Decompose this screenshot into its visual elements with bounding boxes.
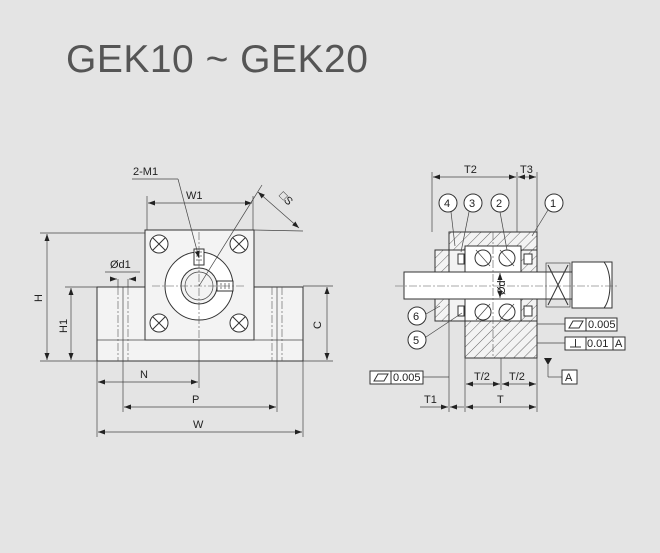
bolt-top-left — [149, 234, 169, 254]
t3-label: T3 — [520, 164, 533, 176]
svg-text:1: 1 — [550, 198, 556, 210]
front-view: 2-M1 W1 □S Ød1 H H1 C — [33, 166, 333, 437]
parallelism-tolerance-top: 0.005 — [564, 317, 618, 332]
svg-text:0.01: 0.01 — [587, 338, 608, 350]
svg-text:4: 4 — [444, 198, 450, 210]
lock-nut-section — [434, 249, 450, 273]
svg-text:A: A — [565, 372, 573, 384]
bolt-top-right — [229, 234, 249, 254]
perpendicularity-tolerance: 0.01 A — [564, 336, 626, 351]
svg-text:2: 2 — [496, 198, 502, 210]
svg-text:A: A — [615, 338, 623, 350]
section-view: Ød T2 T3 4 3 2 1 — [369, 164, 626, 412]
balloon-4: 4 — [438, 193, 458, 247]
balloon-6: 6 — [407, 305, 441, 326]
p-label: P — [192, 394, 199, 406]
balloon-1: 1 — [531, 193, 564, 237]
hole-callout-label: 2-M1 — [133, 166, 158, 178]
t-half-2-label: T/2 — [509, 371, 525, 383]
d-label: Ød — [496, 280, 508, 295]
page-title: GEK10 ~ GEK20 — [66, 38, 369, 81]
shaft-end — [571, 261, 613, 309]
svg-text:0.005: 0.005 — [393, 372, 421, 384]
t-half-1-label: T/2 — [474, 371, 490, 383]
w1-label: W1 — [186, 190, 203, 202]
bolt-bottom-left — [149, 313, 169, 333]
d1-label: Ød1 — [110, 259, 131, 271]
t-label: T — [497, 394, 504, 406]
t2-label: T2 — [464, 164, 477, 176]
svg-text:3: 3 — [469, 198, 475, 210]
h-label: H — [33, 294, 45, 302]
h1-label: H1 — [58, 319, 70, 333]
balloon-5: 5 — [407, 312, 463, 350]
t1-label: T1 — [424, 394, 437, 406]
housing-lower — [464, 319, 538, 359]
bolt-bottom-right — [229, 313, 249, 333]
svg-text:6: 6 — [413, 311, 419, 323]
svg-text:0.005: 0.005 — [588, 319, 616, 331]
c-label: C — [312, 321, 324, 329]
balloon-3: 3 — [460, 193, 483, 253]
n-label: N — [140, 369, 148, 381]
s-label: □S — [276, 190, 294, 208]
datum-a: A — [544, 358, 578, 385]
balloon-2: 2 — [490, 193, 510, 251]
w-label: W — [193, 419, 204, 431]
shaft — [403, 271, 577, 300]
parallelism-tolerance-left: 0.005 — [369, 370, 449, 385]
svg-text:5: 5 — [413, 335, 419, 347]
